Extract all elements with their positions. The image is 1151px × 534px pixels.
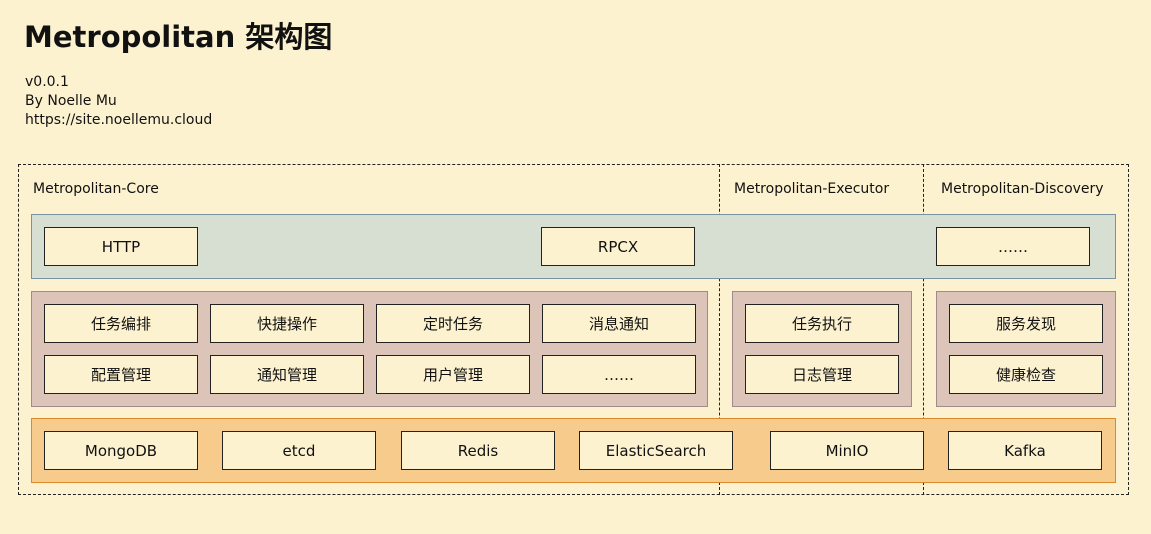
service-health-check: 健康检查 bbox=[949, 355, 1103, 394]
page-title: Metropolitan 架构图 bbox=[24, 20, 333, 54]
version-text: v0.0.1 bbox=[25, 74, 69, 90]
section-label-executor: Metropolitan-Executor bbox=[734, 181, 890, 197]
protocol-http-box: HTTP bbox=[44, 227, 198, 266]
service-scheduled-tasks: 定时任务 bbox=[376, 304, 530, 343]
section-label-core: Metropolitan-Core bbox=[33, 181, 159, 197]
discovery-divider bbox=[923, 164, 924, 495]
service-more-box: …… bbox=[542, 355, 696, 394]
service-task-orchestration: 任务编排 bbox=[44, 304, 198, 343]
service-discovery: 服务发现 bbox=[949, 304, 1103, 343]
service-config-management: 配置管理 bbox=[44, 355, 198, 394]
core-services-layer: 任务编排 快捷操作 定时任务 消息通知 配置管理 通知管理 用户管理 …… bbox=[31, 291, 708, 407]
service-log-management: 日志管理 bbox=[745, 355, 899, 394]
service-task-execution: 任务执行 bbox=[745, 304, 899, 343]
storage-kafka-box: Kafka bbox=[948, 431, 1102, 470]
service-quick-actions: 快捷操作 bbox=[210, 304, 364, 343]
protocol-layer: HTTP RPCX …… bbox=[31, 214, 1116, 279]
protocol-more-box: …… bbox=[936, 227, 1090, 266]
storage-minio-box: MinIO bbox=[770, 431, 924, 470]
storage-elasticsearch-box: ElasticSearch bbox=[579, 431, 733, 470]
service-user-management: 用户管理 bbox=[376, 355, 530, 394]
site-link[interactable]: https://site.noellemu.cloud bbox=[25, 112, 213, 128]
service-notification-management: 通知管理 bbox=[210, 355, 364, 394]
service-message-notification: 消息通知 bbox=[542, 304, 696, 343]
architecture-container bbox=[18, 164, 1129, 495]
storage-redis-box: Redis bbox=[401, 431, 555, 470]
discovery-services-layer: 服务发现 健康检查 bbox=[936, 291, 1116, 407]
executor-services-layer: 任务执行 日志管理 bbox=[732, 291, 912, 407]
author-text: By Noelle Mu bbox=[25, 93, 117, 109]
protocol-rpcx-box: RPCX bbox=[541, 227, 695, 266]
storage-mongodb-box: MongoDB bbox=[44, 431, 198, 470]
storage-layer: MongoDB etcd Redis ElasticSearch MinIO K… bbox=[31, 418, 1116, 483]
storage-etcd-box: etcd bbox=[222, 431, 376, 470]
executor-divider bbox=[719, 164, 720, 495]
section-label-discovery: Metropolitan-Discovery bbox=[941, 181, 1104, 197]
